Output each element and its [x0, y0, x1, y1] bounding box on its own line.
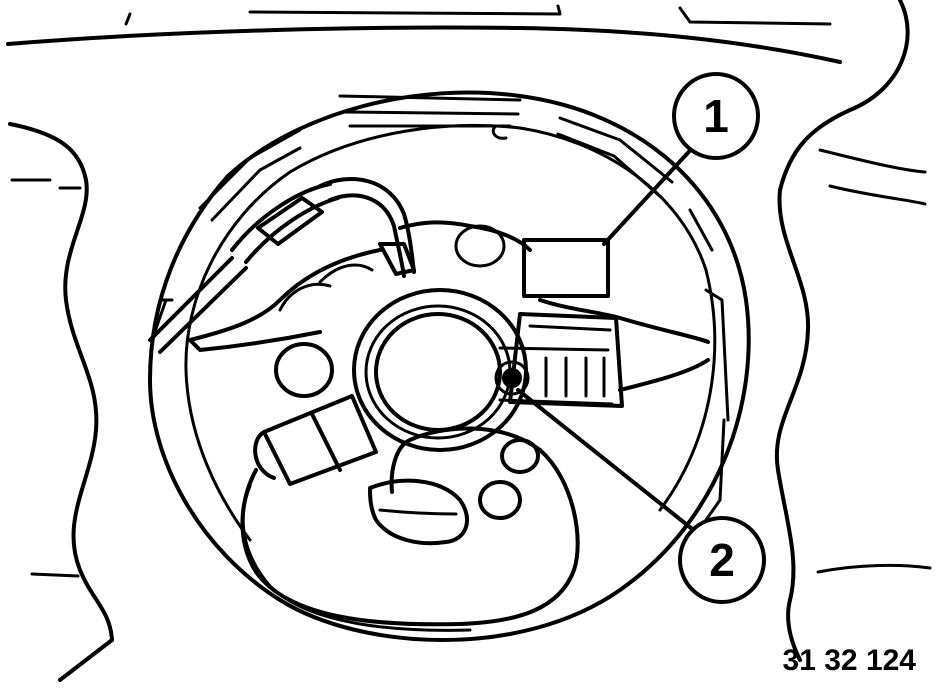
connector-plug	[240, 394, 580, 632]
callout-1: 1	[672, 72, 760, 160]
airbag-module-tab	[522, 238, 610, 298]
center-boss	[352, 288, 528, 452]
wiring-harness	[148, 177, 416, 354]
right-shroud	[774, 188, 932, 662]
left-shroud	[8, 122, 114, 682]
dashboard-outline	[6, 0, 927, 206]
callout-2-label: 2	[709, 534, 735, 586]
callout-1-label: 1	[703, 90, 729, 142]
steering-wheel-rim	[148, 90, 751, 642]
leader-lines	[516, 142, 708, 542]
contact-block	[494, 312, 624, 408]
figure-number: 31 32 124	[782, 644, 916, 677]
steering-hub	[188, 220, 710, 520]
callout-2: 2	[678, 516, 766, 604]
